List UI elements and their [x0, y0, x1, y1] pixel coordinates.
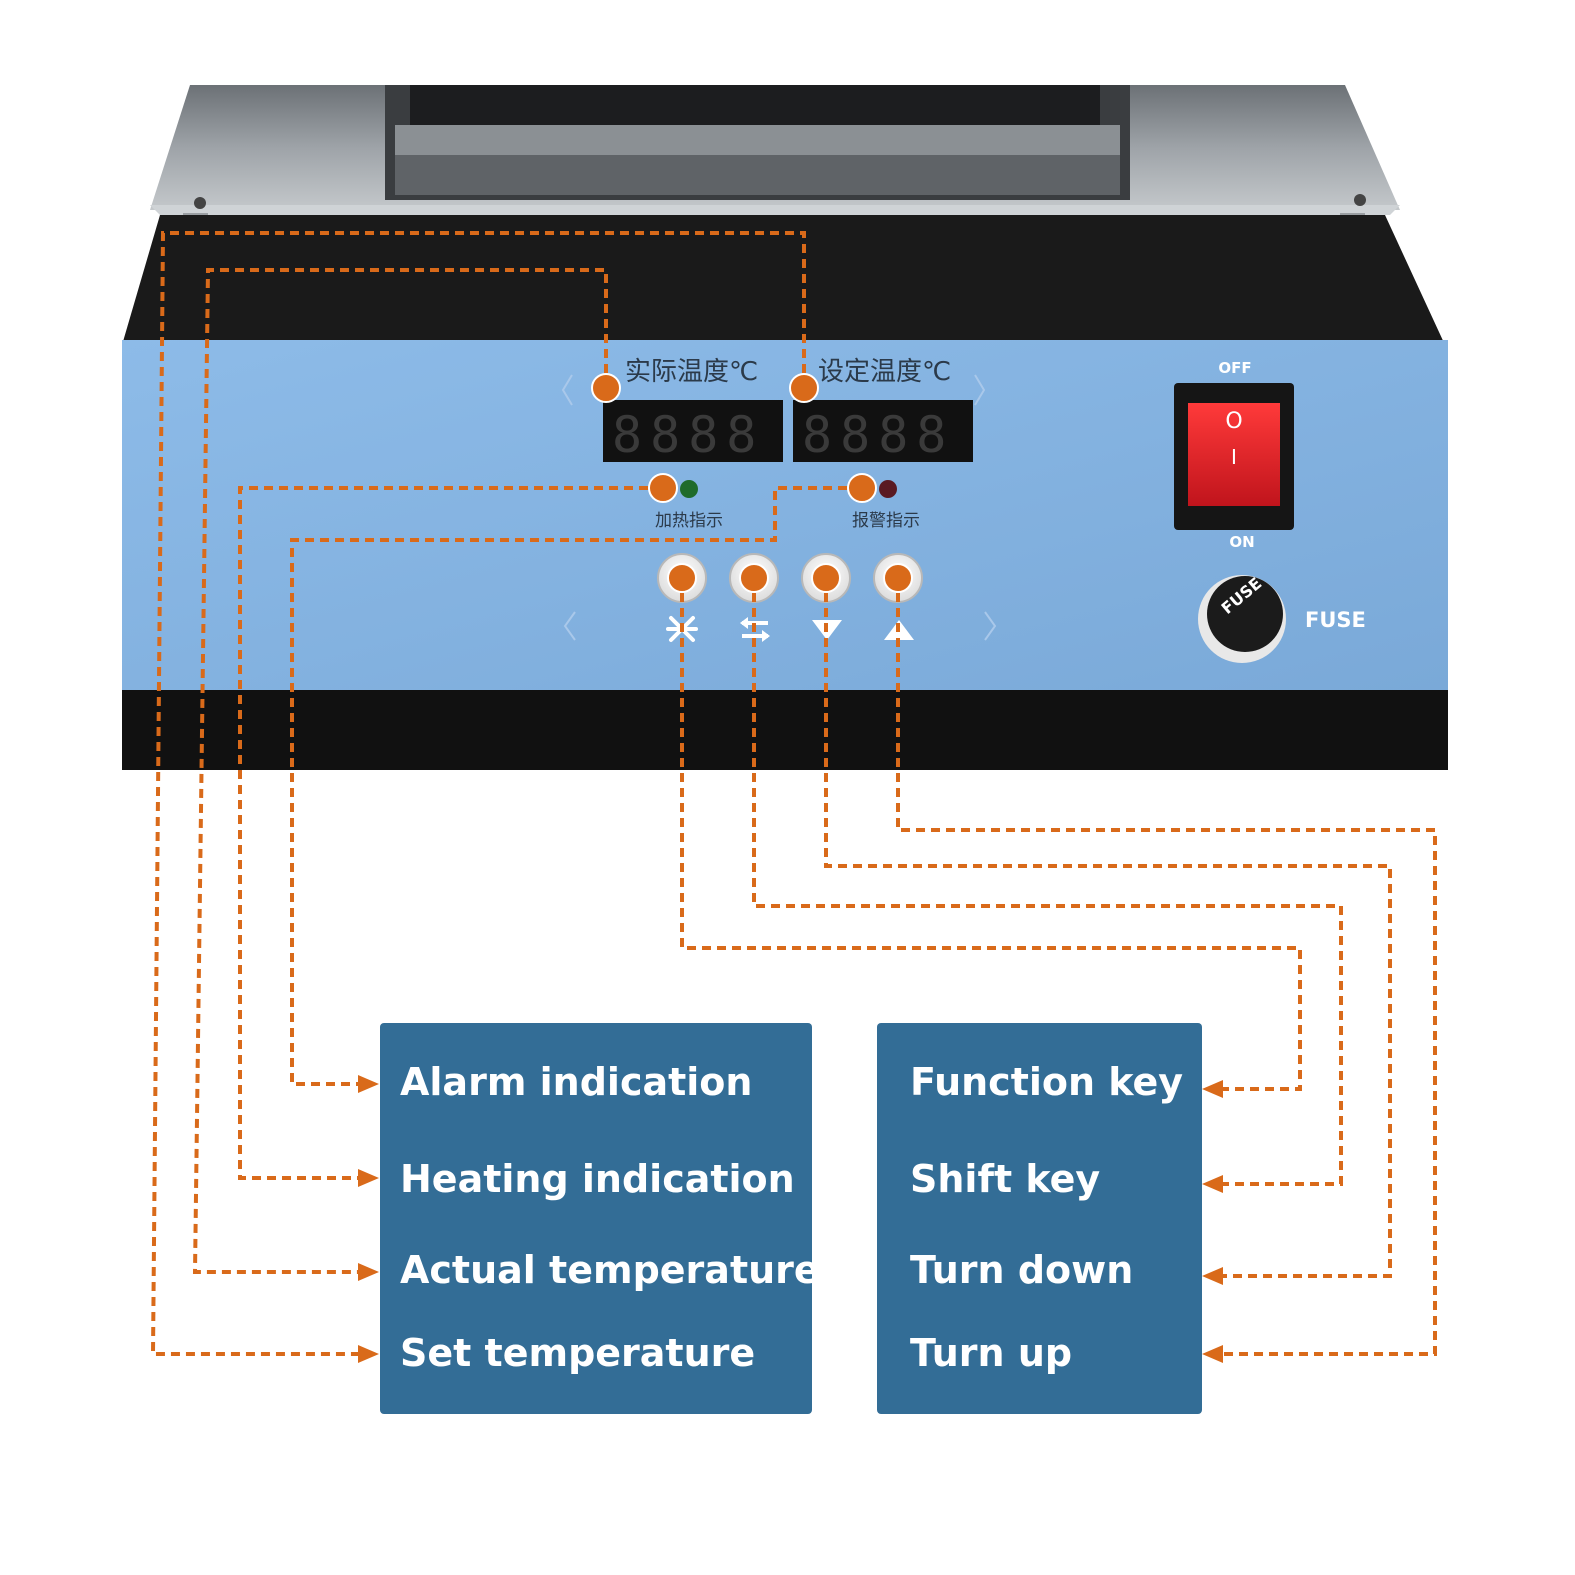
arrowhead-heating — [358, 1169, 379, 1187]
marker-function-key — [667, 563, 697, 593]
switch-glyph-top: O — [1225, 409, 1242, 434]
label-alarm-indication: Alarm indication — [400, 1060, 753, 1104]
heating-led-caption: 加热指示 — [655, 511, 723, 531]
heating-led — [680, 480, 698, 498]
marker-up-key — [883, 563, 913, 593]
power-switch[interactable]: O I — [1174, 383, 1294, 530]
leader-turn-up — [896, 578, 1437, 1356]
leader-lines — [150, 231, 1437, 1356]
leader-actual-temperature — [192, 268, 608, 1274]
marker-alarm-led — [847, 473, 877, 503]
label-shift-key: Shift key — [910, 1157, 1101, 1201]
arrowhead-set — [358, 1345, 379, 1363]
leader-set-temperature — [150, 231, 806, 1356]
leader-shift-key — [752, 578, 1343, 1186]
label-heating-indication: Heating indication — [400, 1157, 795, 1201]
top-plate — [150, 85, 1400, 231]
switch-glyph-bottom: I — [1231, 445, 1237, 469]
label-set-temperature: Set temperature — [400, 1331, 756, 1375]
display-set-temperature: 8888 — [793, 400, 973, 464]
marker-heating-led — [648, 473, 678, 503]
display-actual-digits: 8888 — [612, 406, 764, 464]
indicator-label-box: Alarm indication Heating indication Actu… — [380, 1023, 820, 1414]
fuse-label: FUSE — [1305, 608, 1366, 632]
leader-heating-indication — [238, 486, 663, 1180]
display-actual-temperature: 8888 — [603, 400, 783, 464]
device-case — [122, 215, 1448, 770]
label-turn-down: Turn down — [910, 1248, 1134, 1292]
marker-actual-display — [591, 373, 621, 403]
callout-markers — [591, 373, 913, 593]
key-label-box: Function key Shift key Turn down Turn up — [877, 1023, 1202, 1414]
leader-function-key — [680, 578, 1302, 1091]
switch-off-label: OFF — [1218, 359, 1251, 377]
label-turn-up: Turn up — [910, 1331, 1073, 1375]
label-actual-temperature: Actual temperature — [400, 1248, 820, 1292]
display-actual-caption: 实际温度℃ — [625, 357, 758, 387]
label-function-key: Function key — [910, 1060, 1184, 1104]
fuse-holder[interactable]: FUSE — [1198, 574, 1286, 663]
marker-shift-key — [739, 563, 769, 593]
leader-arrowheads — [358, 1075, 1223, 1363]
display-set-caption: 设定温度℃ — [818, 357, 951, 387]
arrowhead-shift — [1202, 1175, 1223, 1193]
leader-turn-down — [824, 578, 1392, 1278]
marker-down-key — [811, 563, 841, 593]
arrowhead-actual — [358, 1263, 379, 1281]
alarm-led — [879, 480, 897, 498]
switch-on-label: ON — [1229, 533, 1254, 551]
leader-alarm-indication — [290, 486, 862, 1086]
arrowhead-up — [1202, 1345, 1223, 1363]
display-set-digits: 8888 — [802, 406, 954, 464]
arrowhead-down — [1202, 1267, 1223, 1285]
alarm-led-caption: 报警指示 — [852, 511, 920, 531]
panel-decoration — [561, 374, 997, 641]
arrowhead-function — [1202, 1080, 1223, 1098]
marker-set-display — [789, 373, 819, 403]
arrowhead-alarm — [358, 1075, 379, 1093]
